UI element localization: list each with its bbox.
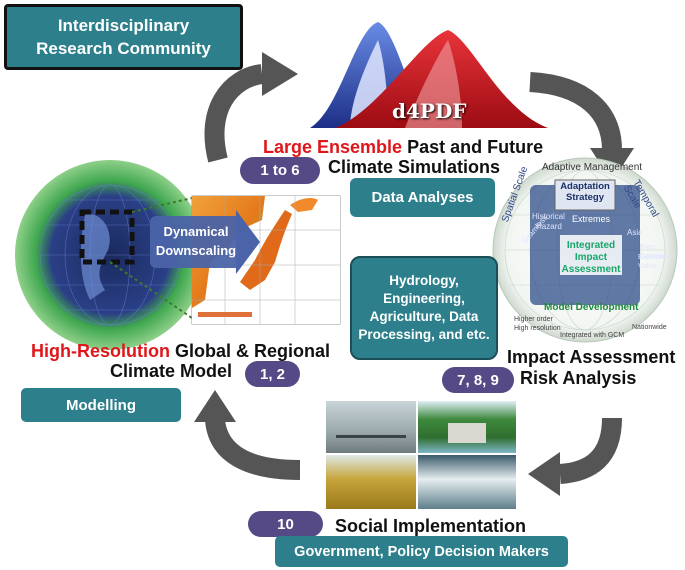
label-extremes: Extremes [572, 214, 611, 224]
data-analyses-box: Data Analyses [350, 178, 495, 217]
label-temporal-scale: Temporal Scale [620, 178, 661, 220]
photo-rice [326, 455, 416, 509]
badge-1-2: 1, 2 [245, 361, 300, 387]
photo-dam [418, 401, 516, 453]
label-adaptive-management: Adaptive Management [542, 162, 643, 173]
d4pdf-logo: d4PDF [392, 99, 467, 123]
top-title-black1: Past and Future [407, 137, 544, 157]
label-historical: Historical [532, 212, 565, 221]
label-integrated-impact-assessment: Integrated Impact Assessment [561, 240, 621, 275]
government-box: Government, Policy Decision Makers [275, 536, 568, 567]
badge-1-to-6: 1 to 6 [240, 157, 320, 184]
top-title-red: Large Ensemble [263, 137, 403, 157]
community-label-box: Interdisciplinary Research Community [4, 4, 243, 70]
community-label: Interdisciplinary Research Community [36, 16, 211, 58]
fields-text: Hydrology, Engineering, Agriculture, Dat… [358, 273, 490, 342]
top-title-line1: Large Ensemble Past and Future [263, 136, 543, 158]
d4pdf-mountain-graphic [310, 22, 548, 128]
label-adaptation-strategy: Adaptation Strategy [560, 181, 610, 203]
left-globe [15, 160, 205, 350]
left-title-line1: High-Resolution Global & Regional [31, 340, 330, 362]
label-extreme-value: Extreme Value [638, 252, 666, 270]
label-high-resolution: High resolution [514, 325, 561, 332]
downscaling-arrow-box [150, 216, 236, 268]
downscaling-arrow-head [236, 210, 260, 274]
right-title-line2: Risk Analysis [520, 368, 637, 388]
label-asia: Asia [627, 228, 643, 237]
badge-10: 10 [248, 511, 323, 537]
modelling-box: Modelling [21, 388, 181, 422]
social-implementation-title: Social Implementation [335, 516, 527, 536]
label-model-development: Model Development [544, 302, 639, 313]
fields-box: Hydrology, Engineering, Agriculture, Dat… [350, 256, 498, 360]
label-nationwide: Nationwide [632, 324, 667, 331]
globe-labels: Adaptive Management Spatial Scale Tempor… [492, 150, 682, 360]
arrow-top-right [529, 72, 622, 151]
badge-7-8-9: 7, 8, 9 [442, 367, 514, 393]
arrow-bottom-right [558, 417, 622, 484]
left-title-red: High-Resolution [31, 341, 170, 361]
arrow-bottom-left-head [194, 390, 236, 422]
photo-waves [418, 455, 516, 509]
label-higher-order: Higher order [514, 316, 553, 323]
left-title-black1: Global & Regional [175, 341, 331, 361]
label-integrated-gcm: Integrated with GCM [560, 332, 625, 339]
label-hazard: Hazard [536, 222, 562, 231]
label-bias-correction: Bias Correction [640, 242, 675, 260]
arrow-bottom-right-head [528, 452, 560, 496]
top-title-line2: Climate Simulations [328, 157, 501, 177]
label-spatial-scale: Spatial Scale [500, 165, 531, 224]
right-title-line1: Impact Assessment [507, 347, 676, 367]
arrow-top-left-head [262, 52, 298, 96]
photo-collage [326, 401, 516, 509]
arrow-bottom-left [205, 418, 301, 480]
left-title-line2: Climate Model [110, 361, 233, 381]
downscaling-label: Dynamical Downscaling [155, 224, 237, 258]
arrow-top-left [204, 64, 264, 163]
photo-storm-bridge [326, 401, 416, 453]
right-globe [492, 157, 678, 343]
